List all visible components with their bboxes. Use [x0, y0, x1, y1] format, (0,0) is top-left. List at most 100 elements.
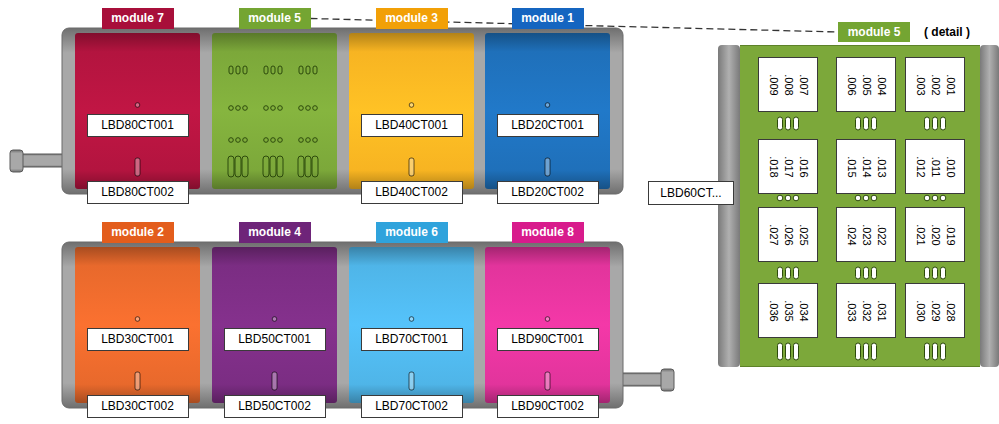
channel-number: .010	[945, 156, 957, 177]
channel-number: .006	[846, 74, 858, 95]
sensor-pill	[872, 117, 877, 130]
sensor-dot	[299, 138, 304, 143]
module-symbols	[485, 247, 610, 403]
sensor-slot	[264, 66, 268, 74]
channel-number: .020	[930, 224, 942, 245]
sensor-dot	[229, 138, 234, 143]
sensor-pill	[794, 343, 799, 360]
channel-box: .027.026.025	[758, 207, 818, 262]
module-label: module 3	[376, 8, 448, 29]
sensor-slot	[409, 372, 414, 390]
channel-number: .015	[846, 156, 858, 177]
sensor-pill	[786, 117, 791, 130]
channel-number: .029	[930, 300, 942, 321]
channel-number: .021	[915, 224, 927, 245]
sensor-pill	[856, 117, 861, 130]
module-roller: module 2LBD30CT001LBD30CT002	[75, 222, 200, 403]
sensor-pill	[864, 117, 869, 130]
sensor-dot	[545, 103, 550, 108]
channel-box: .036.035.034	[758, 283, 818, 338]
sensor-pill	[794, 117, 799, 130]
sensor-dot	[278, 106, 283, 111]
sensor-slot	[229, 66, 233, 74]
module-symbols	[212, 33, 337, 189]
channel-number: .027	[768, 224, 780, 245]
sensor-tag: LBD90CT001	[511, 332, 584, 346]
sensor-dot	[272, 317, 277, 322]
sensor-pill	[864, 343, 869, 360]
sensor-pill	[270, 156, 276, 177]
channel-number: .028	[945, 300, 957, 321]
module-label: module 2	[102, 222, 174, 243]
channel-box: .003.002.001	[905, 57, 965, 112]
sensor-slot	[306, 66, 310, 74]
sensor-pill	[778, 117, 783, 130]
sensor-pill	[794, 267, 799, 279]
channel-number: .012	[915, 156, 927, 177]
sensor-slot	[243, 66, 247, 74]
sensor-dot	[299, 106, 304, 111]
sensor-dot	[278, 138, 283, 143]
sensor-slot	[135, 158, 140, 176]
module-symbols	[75, 247, 200, 403]
module-label: module 8	[512, 222, 584, 243]
sensor-pill	[864, 267, 869, 279]
sensor-tag: LBD80CT001	[101, 118, 174, 132]
channel-number: .016	[798, 156, 810, 177]
sensor-dot	[313, 138, 318, 143]
sensor-dot	[855, 195, 861, 201]
sensor-pill	[925, 117, 930, 130]
sensor-pill	[872, 267, 877, 279]
sensor-dot	[243, 138, 248, 143]
sensor-dot	[409, 103, 414, 108]
sensor-slot	[236, 66, 240, 74]
sensor-tag: LBD40CT002	[375, 185, 448, 199]
sensor-dot	[264, 138, 269, 143]
sensor-dot	[940, 195, 946, 201]
sensor-pill	[786, 267, 791, 279]
sensor-dot	[924, 195, 930, 201]
detail-note: ( detail )	[924, 25, 970, 39]
module-symbols	[485, 33, 610, 189]
sensor-pill	[925, 343, 930, 360]
sensor-dot	[271, 106, 276, 111]
sensor-slot	[278, 66, 282, 74]
channel-box: .033.032.031	[836, 283, 896, 338]
sensor-slot	[409, 158, 414, 176]
sensor-slot	[271, 66, 275, 74]
module-symbols	[212, 247, 337, 403]
sensor-slot	[545, 158, 550, 176]
sensor-box: LBD50CT002	[224, 395, 326, 418]
sensor-box: LBD70CT001	[361, 328, 463, 351]
sensor-dot	[135, 103, 140, 108]
roller-core	[62, 28, 623, 194]
module-roller: module 3LBD40CT001LBD40CT002	[349, 8, 474, 189]
sensor-tag: LBD60CT...	[660, 186, 721, 200]
shaft-knob	[661, 369, 674, 391]
channel-box: .006.005.004	[836, 57, 896, 112]
shaft-knob	[10, 150, 23, 172]
channel-number: .009	[768, 74, 780, 95]
sensor-dot	[135, 317, 140, 322]
sensor-pill	[778, 267, 783, 279]
channel-box: .030.029.028	[905, 283, 965, 338]
sensor-pill	[856, 267, 861, 279]
sensor-slot	[135, 372, 140, 390]
sensor-slot	[299, 66, 303, 74]
channel-number: .017	[783, 156, 795, 177]
channel-number: .035	[783, 300, 795, 321]
module-label: module 1	[512, 8, 584, 29]
channel-number: .011	[930, 156, 942, 177]
channel-number: .002	[930, 74, 942, 95]
sensor-pill	[235, 156, 241, 177]
sensor-dot	[313, 106, 318, 111]
sensor-box: LBD40CT002	[361, 181, 463, 204]
sensor-dot	[777, 195, 783, 201]
sensor-pill	[778, 343, 783, 360]
module-label: module 5	[838, 22, 910, 42]
channel-number: .014	[861, 156, 873, 177]
module-roller: module 6LBD70CT001LBD70CT002	[349, 222, 474, 403]
panel-frame	[718, 45, 740, 367]
channel-box: .012.011.010	[905, 139, 965, 194]
